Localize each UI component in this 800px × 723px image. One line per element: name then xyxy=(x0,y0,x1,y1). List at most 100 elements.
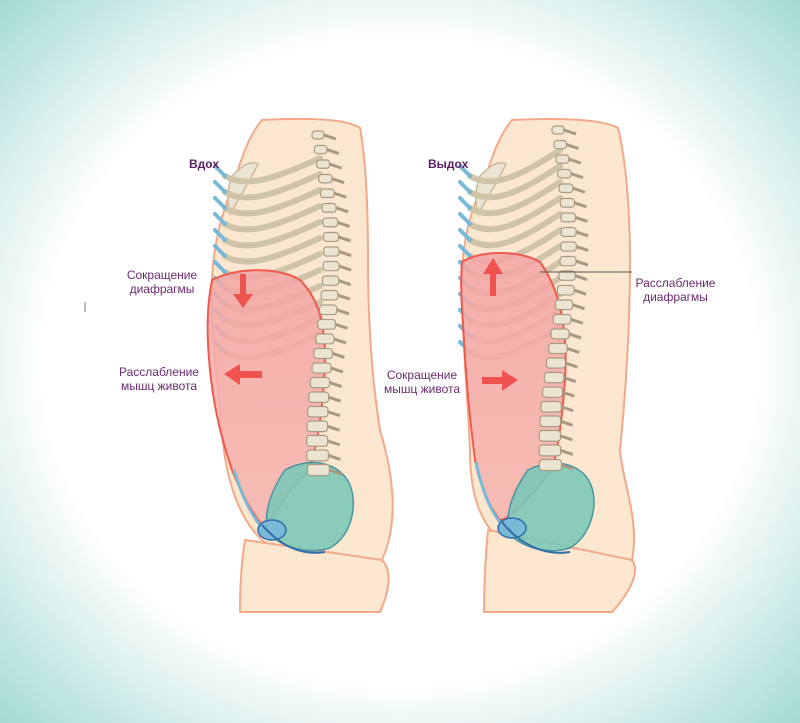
spinous-process xyxy=(337,220,351,228)
spinous-process xyxy=(330,366,344,374)
spinous-process xyxy=(561,390,575,398)
pelvic-floor-exhale xyxy=(501,521,571,554)
vertebra xyxy=(557,168,572,179)
spinous-process xyxy=(574,274,588,282)
vertebra xyxy=(306,434,329,447)
label-line: диафрагмы xyxy=(643,290,708,304)
spinous-process xyxy=(570,172,584,180)
vertebra xyxy=(543,371,565,384)
rib-cartilage xyxy=(213,180,227,194)
label-line: Сокращение xyxy=(386,368,458,382)
rib xyxy=(222,219,323,249)
rib xyxy=(222,203,323,233)
rib xyxy=(467,195,563,233)
leg-exhale xyxy=(482,528,637,613)
vertebra xyxy=(560,226,577,238)
vertebra xyxy=(318,304,338,316)
label-line: Сокращение xyxy=(126,268,198,282)
rib-cartilage xyxy=(213,244,227,258)
spinous-process xyxy=(560,419,574,427)
spinous-process xyxy=(575,230,589,238)
vertebra xyxy=(539,415,562,428)
rib xyxy=(467,163,563,201)
spinous-process xyxy=(336,308,350,316)
spinous-process xyxy=(563,376,577,384)
spinous-process xyxy=(575,215,588,223)
rib-cartilage xyxy=(213,164,227,178)
spinous-process xyxy=(575,259,589,267)
label-abdominal-contraction: Сокращение мышц живота xyxy=(372,368,472,396)
label-diaphragm-relaxation: Расслабление диафрагмы xyxy=(618,276,733,304)
spinous-process xyxy=(568,157,582,165)
vertebra xyxy=(311,130,325,140)
vertebra xyxy=(309,376,331,389)
abdominal-wall-exhale xyxy=(474,461,502,523)
spinous-process xyxy=(560,449,574,456)
spinous-process xyxy=(561,463,574,471)
vertebra xyxy=(556,284,575,296)
spinous-process xyxy=(327,424,341,432)
vertebra xyxy=(322,260,340,272)
spinous-process xyxy=(335,206,349,214)
spinous-process xyxy=(575,245,589,252)
vertebra xyxy=(538,444,562,457)
spinous-process xyxy=(338,235,352,243)
rib xyxy=(467,179,563,217)
label-diaphragm-contraction: Сокращение диафрагмы xyxy=(112,268,212,296)
spinous-process xyxy=(327,454,341,461)
vertebra xyxy=(320,289,339,301)
spinous-process xyxy=(323,133,337,141)
exhale-title: Выдох xyxy=(428,157,469,171)
vertebra xyxy=(551,125,565,135)
rib-cartilage xyxy=(458,164,472,178)
spinous-process xyxy=(329,381,343,389)
vertebra xyxy=(552,313,572,325)
abdomen-outward-arrow xyxy=(224,364,262,385)
rib-cartilage xyxy=(458,212,472,226)
spinous-process xyxy=(333,337,347,345)
rib-cartilage xyxy=(458,244,472,258)
spinous-process xyxy=(338,279,352,287)
spinous-process xyxy=(331,177,345,185)
abdominal-wall-inhale xyxy=(232,469,262,526)
vertebra xyxy=(559,197,576,208)
spinous-process xyxy=(327,410,341,418)
vertebra xyxy=(321,275,340,286)
vertebra xyxy=(318,173,333,184)
spinous-process xyxy=(559,434,573,442)
vertebra xyxy=(541,386,563,398)
inhale-torso xyxy=(206,117,394,613)
spinous-process xyxy=(328,395,342,403)
vertebra xyxy=(555,154,570,164)
vertebra xyxy=(308,391,330,403)
inhale-title: Вдох xyxy=(189,157,219,171)
vertebra xyxy=(538,429,562,442)
vertebra xyxy=(559,255,577,267)
spinous-process xyxy=(329,162,343,170)
label-line: диафрагмы xyxy=(129,282,195,296)
spinous-process xyxy=(573,201,587,209)
vertebra xyxy=(315,333,335,345)
vertebra xyxy=(313,144,328,155)
rib xyxy=(222,155,323,185)
vertebra xyxy=(321,202,337,213)
vertebra xyxy=(316,159,331,169)
rib-cartilage xyxy=(213,212,227,226)
vertebra xyxy=(317,318,337,330)
rib xyxy=(222,235,323,265)
rib xyxy=(467,147,563,185)
vertebra xyxy=(322,231,340,243)
label-line: Расслабление xyxy=(635,276,716,290)
vertebra xyxy=(313,347,334,360)
spinous-process xyxy=(329,468,342,476)
spinous-process xyxy=(338,264,352,272)
spinous-process xyxy=(338,250,352,257)
rib-cartilage xyxy=(213,228,227,242)
rib-cartilage xyxy=(458,180,472,194)
pelvic-floor-inhale xyxy=(261,524,326,554)
vertebra xyxy=(560,241,577,252)
vertebra xyxy=(306,449,329,462)
pubic-bone-exhale xyxy=(497,517,527,539)
label-line: Расслабление xyxy=(119,365,199,379)
